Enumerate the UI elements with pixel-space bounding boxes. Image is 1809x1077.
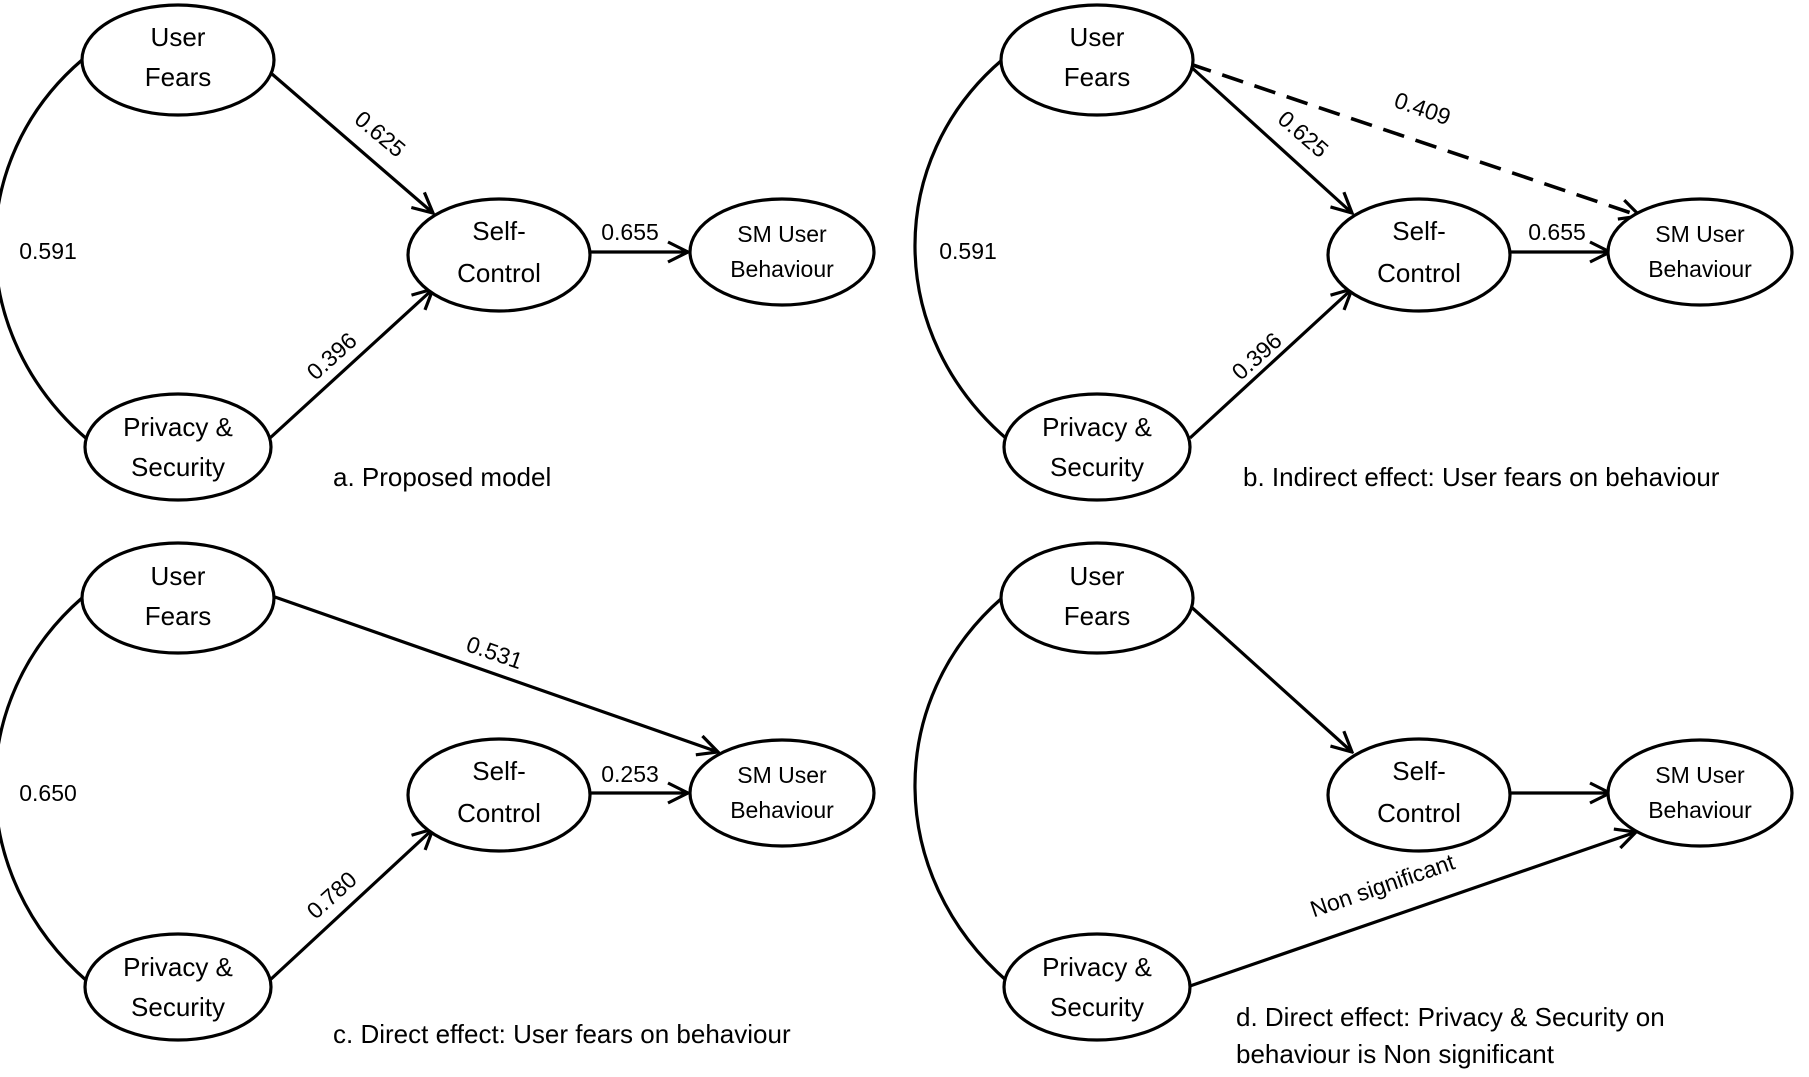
node-privacy-security: Privacy & Security <box>83 392 273 502</box>
panel-caption: d. Direct effect: Privacy & Security on <box>1236 1002 1665 1032</box>
node-label: Security <box>1050 992 1144 1022</box>
edge-fears-self-control <box>1186 602 1352 752</box>
node-sm-user-behaviour: SM User Behaviour <box>688 738 876 848</box>
node-privacy-security: Privacy & Security <box>1002 932 1192 1042</box>
weight-label: 0.655 <box>1528 219 1586 245</box>
weight-label: Non significant <box>1307 848 1459 922</box>
weight-label: 0.650 <box>19 780 77 806</box>
edge-fears-privacy <box>0 596 90 984</box>
node-self-control: Self- Control <box>1326 197 1512 313</box>
node-label: Fears <box>1064 601 1130 631</box>
node-label: SM User <box>737 762 827 788</box>
node-label: Self- <box>472 216 525 246</box>
weight-label: 0.625 <box>350 105 411 162</box>
panel-caption: c. Direct effect: User fears on behaviou… <box>333 1019 791 1049</box>
weight-label: 0.591 <box>19 238 77 264</box>
node-user-fears: User Fears <box>999 3 1195 117</box>
weight-label: 0.780 <box>302 866 362 924</box>
node-self-control: Self- Control <box>1326 737 1512 853</box>
node-label: User <box>1070 22 1125 52</box>
node-label: Self- <box>472 756 525 786</box>
edge-privacy-self-control <box>1188 289 1352 440</box>
node-label: Behaviour <box>1648 797 1752 823</box>
node-label: Control <box>457 258 541 288</box>
node-label: Fears <box>145 62 211 92</box>
node-sm-user-behaviour: SM User Behaviour <box>1606 738 1794 848</box>
node-label: Behaviour <box>1648 256 1752 282</box>
panel-caption: a. Proposed model <box>333 462 551 492</box>
edge-fears-privacy <box>913 596 1010 984</box>
node-label: Privacy & <box>123 412 233 442</box>
node-label: Security <box>131 992 225 1022</box>
weight-label: 0.655 <box>601 219 659 245</box>
node-label: Privacy & <box>1042 412 1152 442</box>
panel-caption: b. Indirect effect: User fears on behavi… <box>1243 462 1720 492</box>
node-self-control: Self- Control <box>406 737 592 853</box>
weight-label: 0.253 <box>601 761 659 787</box>
panel-a: User Fears Privacy & Security Self- Cont… <box>0 3 876 502</box>
node-label: Self- <box>1392 216 1445 246</box>
node-label: User <box>151 561 206 591</box>
panel-d: User Fears Privacy & Security Self- Cont… <box>913 541 1794 1069</box>
node-label: SM User <box>1655 221 1745 247</box>
edge-privacy-behaviour <box>1189 832 1636 988</box>
weight-label: 0.396 <box>302 327 362 385</box>
node-sm-user-behaviour: SM User Behaviour <box>688 197 876 307</box>
edge-fears-self-control <box>1188 64 1352 213</box>
node-self-control: Self- Control <box>406 197 592 313</box>
node-user-fears: User Fears <box>999 541 1195 655</box>
edge-fears-behaviour-dashed <box>1189 62 1640 216</box>
weight-label: 0.409 <box>1391 87 1454 130</box>
edge-fears-self-control <box>270 72 433 213</box>
node-label: Behaviour <box>730 797 834 823</box>
node-user-fears: User Fears <box>80 541 276 655</box>
edge-privacy-self-control <box>268 829 433 982</box>
node-sm-user-behaviour: SM User Behaviour <box>1606 197 1794 307</box>
node-label: Fears <box>145 601 211 631</box>
node-label: SM User <box>737 221 827 247</box>
edge-fears-behaviour <box>271 594 718 752</box>
weight-label: 0.591 <box>939 238 997 264</box>
node-label: Privacy & <box>1042 952 1152 982</box>
node-label: Security <box>131 452 225 482</box>
panel-c: User Fears Privacy & Security Self- Cont… <box>0 541 876 1049</box>
weight-label: 0.625 <box>1273 105 1334 162</box>
node-label: User <box>151 22 206 52</box>
node-privacy-security: Privacy & Security <box>83 932 273 1042</box>
node-label: Privacy & <box>123 952 233 982</box>
panel-caption: behaviour is Non significant <box>1236 1039 1555 1069</box>
node-label: Control <box>1377 258 1461 288</box>
edge-fears-privacy <box>0 58 90 442</box>
node-label: SM User <box>1655 762 1745 788</box>
node-label: Control <box>457 798 541 828</box>
edge-fears-privacy <box>913 58 1010 442</box>
node-user-fears: User Fears <box>80 3 276 117</box>
node-label: User <box>1070 561 1125 591</box>
node-label: Security <box>1050 452 1144 482</box>
node-privacy-security: Privacy & Security <box>1002 392 1192 502</box>
node-label: Fears <box>1064 62 1130 92</box>
node-label: Self- <box>1392 756 1445 786</box>
panel-b: User Fears Privacy & Security Self- Cont… <box>913 3 1794 502</box>
node-label: Behaviour <box>730 256 834 282</box>
edge-privacy-self-control <box>268 289 433 440</box>
node-label: Control <box>1377 798 1461 828</box>
